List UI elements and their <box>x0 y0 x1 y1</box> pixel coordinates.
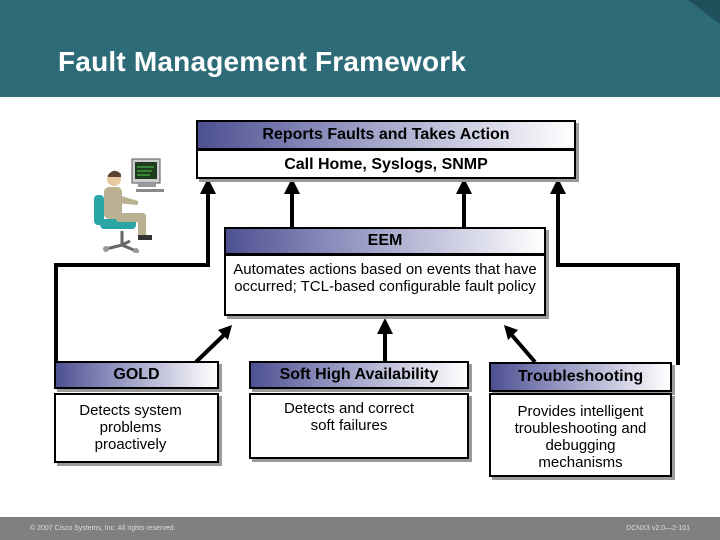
soft-ha-body: Detects and correct soft failures <box>249 393 469 459</box>
eem-body: Automates actions based on events that h… <box>224 254 546 316</box>
top-box-header-text: Reports Faults and Takes Action <box>262 126 510 143</box>
gold-body-text: Detects system problems proactively <box>79 402 182 453</box>
eem-body-text: Automates actions based on events that h… <box>233 261 537 295</box>
top-box-header: Reports Faults and Takes Action <box>196 120 576 150</box>
eem-header: EEM <box>224 227 546 255</box>
eem-header-text: EEM <box>367 232 403 249</box>
course-code-text: DCNX3 v2.0—2-101 <box>626 525 690 532</box>
top-box-body: Call Home, Syslogs, SNMP <box>196 149 576 179</box>
footer-band: © 2007 Cisco Systems, Inc. All rights re… <box>0 517 720 540</box>
slide-title: Fault Management Framework <box>58 46 467 77</box>
top-box-body-text: Call Home, Syslogs, SNMP <box>284 155 488 173</box>
soft-ha-header: Soft High Availability <box>249 361 469 389</box>
soft-ha-header-text: Soft High Availability <box>279 366 439 383</box>
corner-decoration <box>688 0 720 24</box>
copyright-text: © 2007 Cisco Systems, Inc. All rights re… <box>30 525 176 532</box>
gold-header: GOLD <box>54 361 219 389</box>
troubleshooting-header-text: Troubleshooting <box>517 368 644 385</box>
soft-ha-body-text: Detects and correct soft failures <box>283 400 415 434</box>
header-band: Fault Management Framework <box>0 0 720 97</box>
gold-body: Detects system problems proactively <box>54 393 219 463</box>
troubleshooting-body-text: Provides intelligent troubleshooting and… <box>514 403 647 471</box>
troubleshooting-body: Provides intelligent troubleshooting and… <box>489 393 672 477</box>
person-at-computer-icon <box>94 158 164 253</box>
troubleshooting-header: Troubleshooting <box>489 362 672 392</box>
gold-header-text: GOLD <box>113 366 160 383</box>
